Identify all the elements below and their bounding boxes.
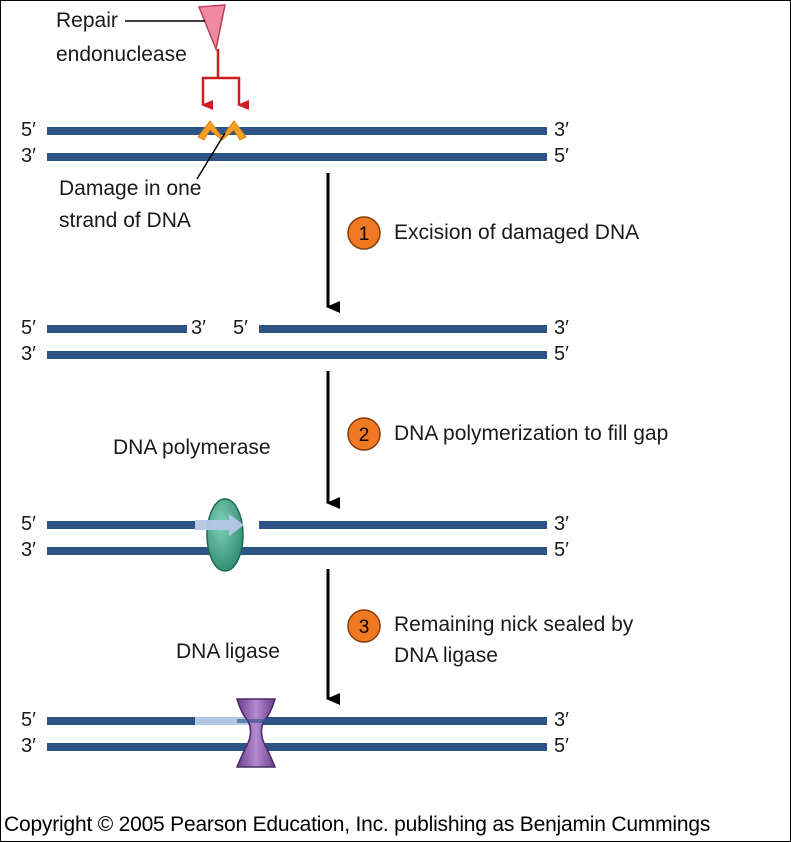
end-label-3prime: 3′: [21, 539, 36, 561]
dna-polymerase-label: DNA polymerase: [113, 436, 271, 459]
damage-zigzag: [197, 120, 247, 141]
endonuclease-label-line1: Repair: [56, 9, 118, 32]
top-strand-right: [259, 325, 547, 333]
stage-gapped-dna: [47, 325, 547, 359]
stage-damaged-dna: [47, 120, 547, 180]
step-2-text: DNA polymerization to fill gap: [394, 422, 669, 445]
step-3-text-line1: Remaining nick sealed by: [394, 613, 634, 636]
end-label-5prime: 5′: [554, 145, 569, 167]
step-3-text-line2: DNA ligase: [394, 644, 498, 667]
step-number: 2: [359, 425, 370, 446]
new-strand-filled: [195, 717, 259, 725]
end-label-5prime: 5′: [21, 709, 36, 731]
bottom-strand: [47, 743, 547, 751]
top-strand-left: [47, 717, 195, 725]
end-label-5prime: 5′: [554, 735, 569, 757]
step-circle-1: 1: [347, 216, 381, 250]
gap-label-5prime: 5′: [233, 317, 248, 339]
end-label-3prime: 3′: [554, 317, 569, 339]
step-number: 3: [359, 617, 370, 638]
top-strand-left: [47, 521, 195, 529]
end-label-3prime: 3′: [554, 119, 569, 141]
step-circle-2: 2: [347, 417, 381, 451]
dna-polymerase-icon: [206, 498, 244, 572]
bottom-strand: [47, 153, 547, 161]
step-number: 1: [359, 224, 370, 245]
endonuclease-group: [125, 4, 249, 110]
dna-ligase-label: DNA ligase: [176, 640, 280, 663]
end-label-5prime: 5′: [21, 119, 36, 141]
end-label-3prime: 3′: [21, 145, 36, 167]
top-strand-right: [259, 521, 547, 529]
step-1-text: Excision of damaged DNA: [394, 221, 640, 244]
end-label-5prime: 5′: [554, 343, 569, 365]
copyright-notice: Copyright © 2005 Pearson Education, Inc.…: [4, 813, 711, 836]
endonuclease-icon: [197, 4, 226, 52]
new-strand-arrow: [195, 514, 244, 536]
end-label-5prime: 5′: [554, 539, 569, 561]
stage-polymerase: [47, 498, 547, 572]
damage-pointer-line: [196, 132, 226, 180]
bottom-strand: [47, 547, 547, 555]
dna-ligase-icon: [235, 698, 277, 768]
bottom-strand: [47, 351, 547, 359]
end-label-3prime: 3′: [21, 735, 36, 757]
endonuclease-label-line2: endonuclease: [56, 43, 187, 66]
top-strand-right: [259, 717, 547, 725]
end-label-5prime: 5′: [21, 317, 36, 339]
step-circle-3: 3: [347, 609, 381, 643]
damage-label-line1: Damage in one: [59, 177, 202, 200]
damage-label-line2: strand of DNA: [59, 209, 191, 232]
end-label-3prime: 3′: [554, 513, 569, 535]
stage-ligase: [47, 698, 547, 768]
top-strand: [47, 127, 547, 135]
end-label-3prime: 3′: [554, 709, 569, 731]
end-label-5prime: 5′: [21, 513, 36, 535]
gap-label-3prime: 3′: [191, 317, 206, 339]
top-strand-left: [47, 325, 187, 333]
end-label-3prime: 3′: [21, 343, 36, 365]
